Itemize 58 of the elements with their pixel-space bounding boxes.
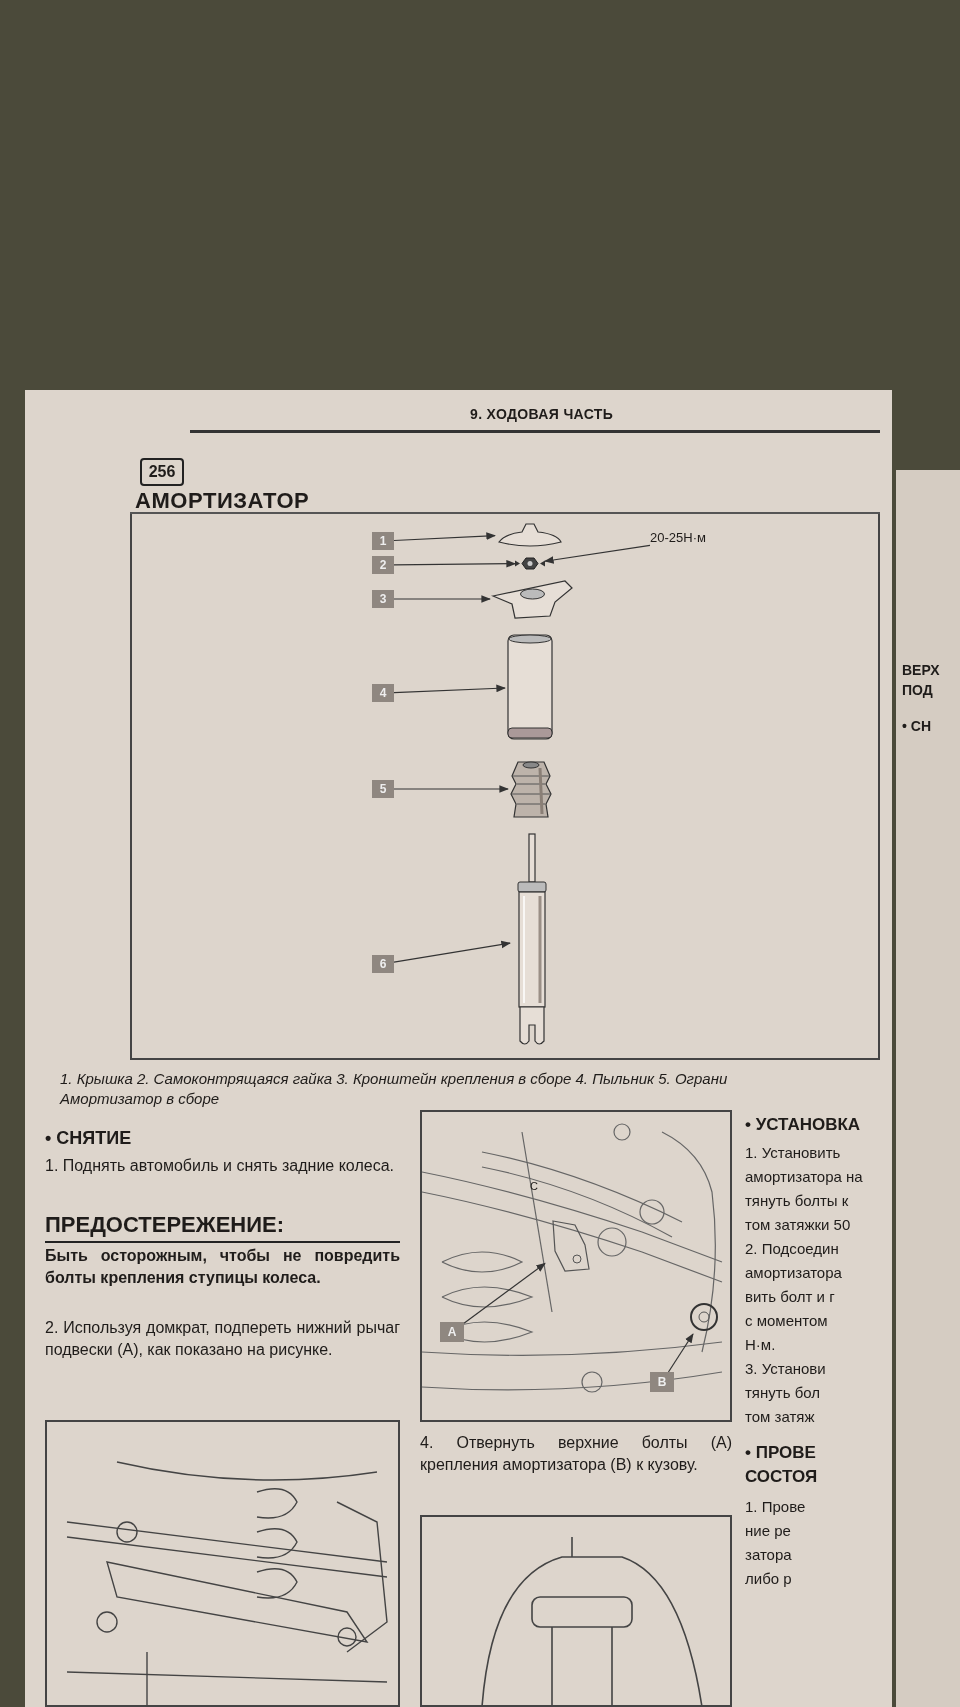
text-line: затора [745, 1545, 793, 1565]
text-line: с моментом [745, 1311, 829, 1331]
instruction-text: 1. Поднять автомобиль и снять задние колеса. [45, 1156, 395, 1176]
text-line: амортизатора на [745, 1167, 864, 1187]
page-number: 256 [140, 458, 184, 486]
cap-drawing [495, 520, 565, 548]
leader-line [393, 785, 509, 793]
text-fragment: ПОД [902, 681, 934, 700]
instruction-text: 2. Используя домкрат, подпереть нижний рычаг подвески (А), как показано на рисунке. [45, 1318, 400, 1360]
text-fragment: ВЕРХ [902, 661, 941, 680]
text-line: том затяжки 50 [745, 1215, 852, 1235]
leader-line [544, 544, 651, 564]
callout-label: 1 [372, 532, 394, 550]
leader-line [393, 940, 511, 963]
bump-stop-drawing [508, 758, 554, 820]
section-heading: • ПРОВЕ [745, 1442, 817, 1464]
text-fragment: • СН [902, 717, 932, 736]
figure-caption: 1. Крышка 2. Самоконтрящаяся гайка 3. Кронштейн крепления в сборе 4. Пыльник 5. Ограни [60, 1069, 729, 1089]
text-line: 3. Установи [745, 1359, 827, 1379]
text-line: 1. Прове [745, 1497, 807, 1517]
callout-label: 5 [372, 780, 394, 798]
bolt-drawing [688, 1300, 720, 1334]
mount-bracket-drawing [490, 578, 575, 620]
torque-label: 20-25Н·м [650, 528, 746, 548]
callout-label: В [650, 1372, 674, 1392]
figure-caption: Амортизатор в сборе [60, 1089, 221, 1109]
dust-boot-drawing [505, 632, 555, 742]
text-line: вить болт и г [745, 1287, 836, 1307]
section-heading: СОСТОЯ [745, 1466, 819, 1488]
text-line: тянуть болты к [745, 1191, 850, 1211]
page-title: АМОРТИЗАТОР [135, 487, 310, 515]
section-heading: • СНЯТИЕ [45, 1127, 133, 1150]
leader-line [393, 559, 516, 568]
text-line: 1. Установить [745, 1143, 842, 1163]
callout-label: А [440, 1322, 464, 1342]
callout-label: 2 [372, 556, 394, 574]
leader-line [393, 595, 491, 603]
text-line: тянуть бол [745, 1383, 821, 1403]
running-header: 9. ХОДОВАЯ ЧАСТЬ [470, 405, 615, 424]
text-line: ние ре [745, 1521, 792, 1541]
warning-text: Быть осторожным, чтобы не повредить болты крепления ступицы колеса. [45, 1246, 400, 1288]
leader-line [393, 532, 496, 542]
text-line: том затяж [745, 1407, 816, 1427]
text-line: амортизатора [745, 1263, 843, 1283]
warning-heading: ПРЕДОСТЕРЕЖЕНИЕ: [45, 1208, 400, 1243]
callout-label: 6 [372, 955, 394, 973]
leader-line [667, 1333, 694, 1373]
leader-line [393, 684, 506, 694]
callout-label: 4 [372, 684, 394, 702]
leader-line [463, 1262, 546, 1324]
drawing-letter: C [530, 1179, 539, 1194]
instruction-text: 4. Отвернуть верхние болты (А) крепления амортизатора (В) к кузову. [420, 1433, 732, 1475]
text-line: 2. Подсоедин [745, 1239, 840, 1259]
text-line: либо р [745, 1569, 793, 1589]
section-heading: • УСТАНОВКА [745, 1114, 862, 1136]
nut-drawing [515, 557, 545, 570]
callout-label: 3 [372, 590, 394, 608]
text-line: Н·м. [745, 1335, 777, 1355]
